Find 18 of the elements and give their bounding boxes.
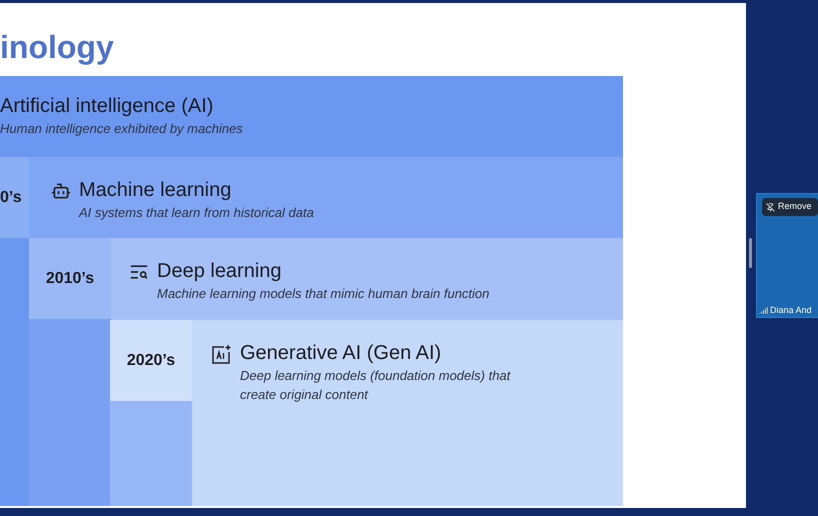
band-title: Generative AI (Gen AI) [240, 341, 442, 366]
participant-name: Diana And [770, 305, 812, 316]
band-title: Artificial intelligence (AI) [0, 94, 214, 119]
band-description: Deep learning models (foundation models) that create original content [240, 367, 512, 404]
nested-band [111, 238, 623, 506]
nested-band [192, 320, 623, 506]
band-description: Machine learning models that mimic human brain function [157, 285, 490, 303]
slide-title: inology [0, 28, 114, 67]
nested-band [0, 76, 623, 506]
band-description: Human intelligence exhibited by machines [0, 120, 243, 138]
year-cell: 0’s [0, 157, 29, 238]
nested-band [29, 157, 623, 506]
year-cell: 2020’s [110, 320, 192, 401]
remove-button: Remove [762, 198, 818, 216]
year-cell: 2010’s [29, 238, 111, 319]
band-description: AI systems that learn from historical data [79, 204, 314, 222]
band-title: Deep learning [157, 259, 283, 284]
band-title: Machine learning [79, 178, 232, 203]
